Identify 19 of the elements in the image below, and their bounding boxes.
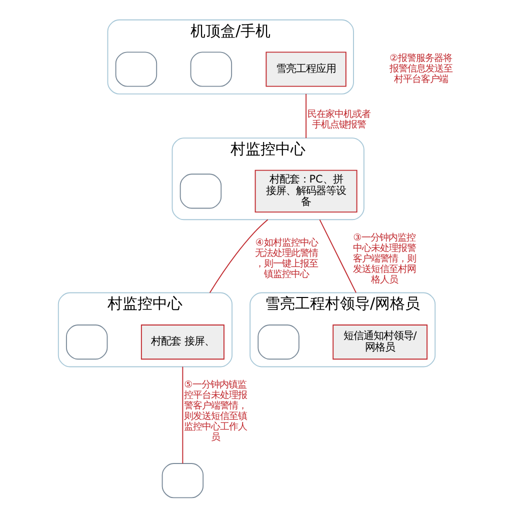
connector [306, 93, 307, 139]
edge-label: 民在家中机或者手机点键报警 [307, 109, 370, 131]
node-box: 村配套 接屏、 [140, 324, 224, 360]
edge-label: ④如村监控中心无法处理此警情，则一键上报至镇监控中心 [255, 238, 318, 280]
node-box: 短信通知村领导/网格员 [332, 324, 428, 360]
connector [319, 219, 356, 294]
node-box [180, 174, 222, 209]
edge-label: ③一分钟内监控中心未处理报警客户端警情，则发送短信至村网格人员 [352, 232, 416, 286]
node-box [162, 463, 204, 498]
node-box [258, 324, 300, 360]
label: ②报警服务器将报警信息发送至村平台客户端 [389, 53, 452, 86]
edge-label: ⑤一分钟内镇监控平台未处理报警客户端警情，则发送短信至镇监控中心工作人员 [184, 380, 247, 443]
node-box [66, 324, 108, 360]
node-box: 雪亮工程应用 [266, 52, 346, 87]
node-box: 村配套：PC、拼接屏、解码器等设备 [254, 170, 358, 213]
node-box [115, 52, 158, 87]
connector [182, 366, 184, 464]
node-box [190, 52, 232, 87]
connector [209, 219, 268, 294]
